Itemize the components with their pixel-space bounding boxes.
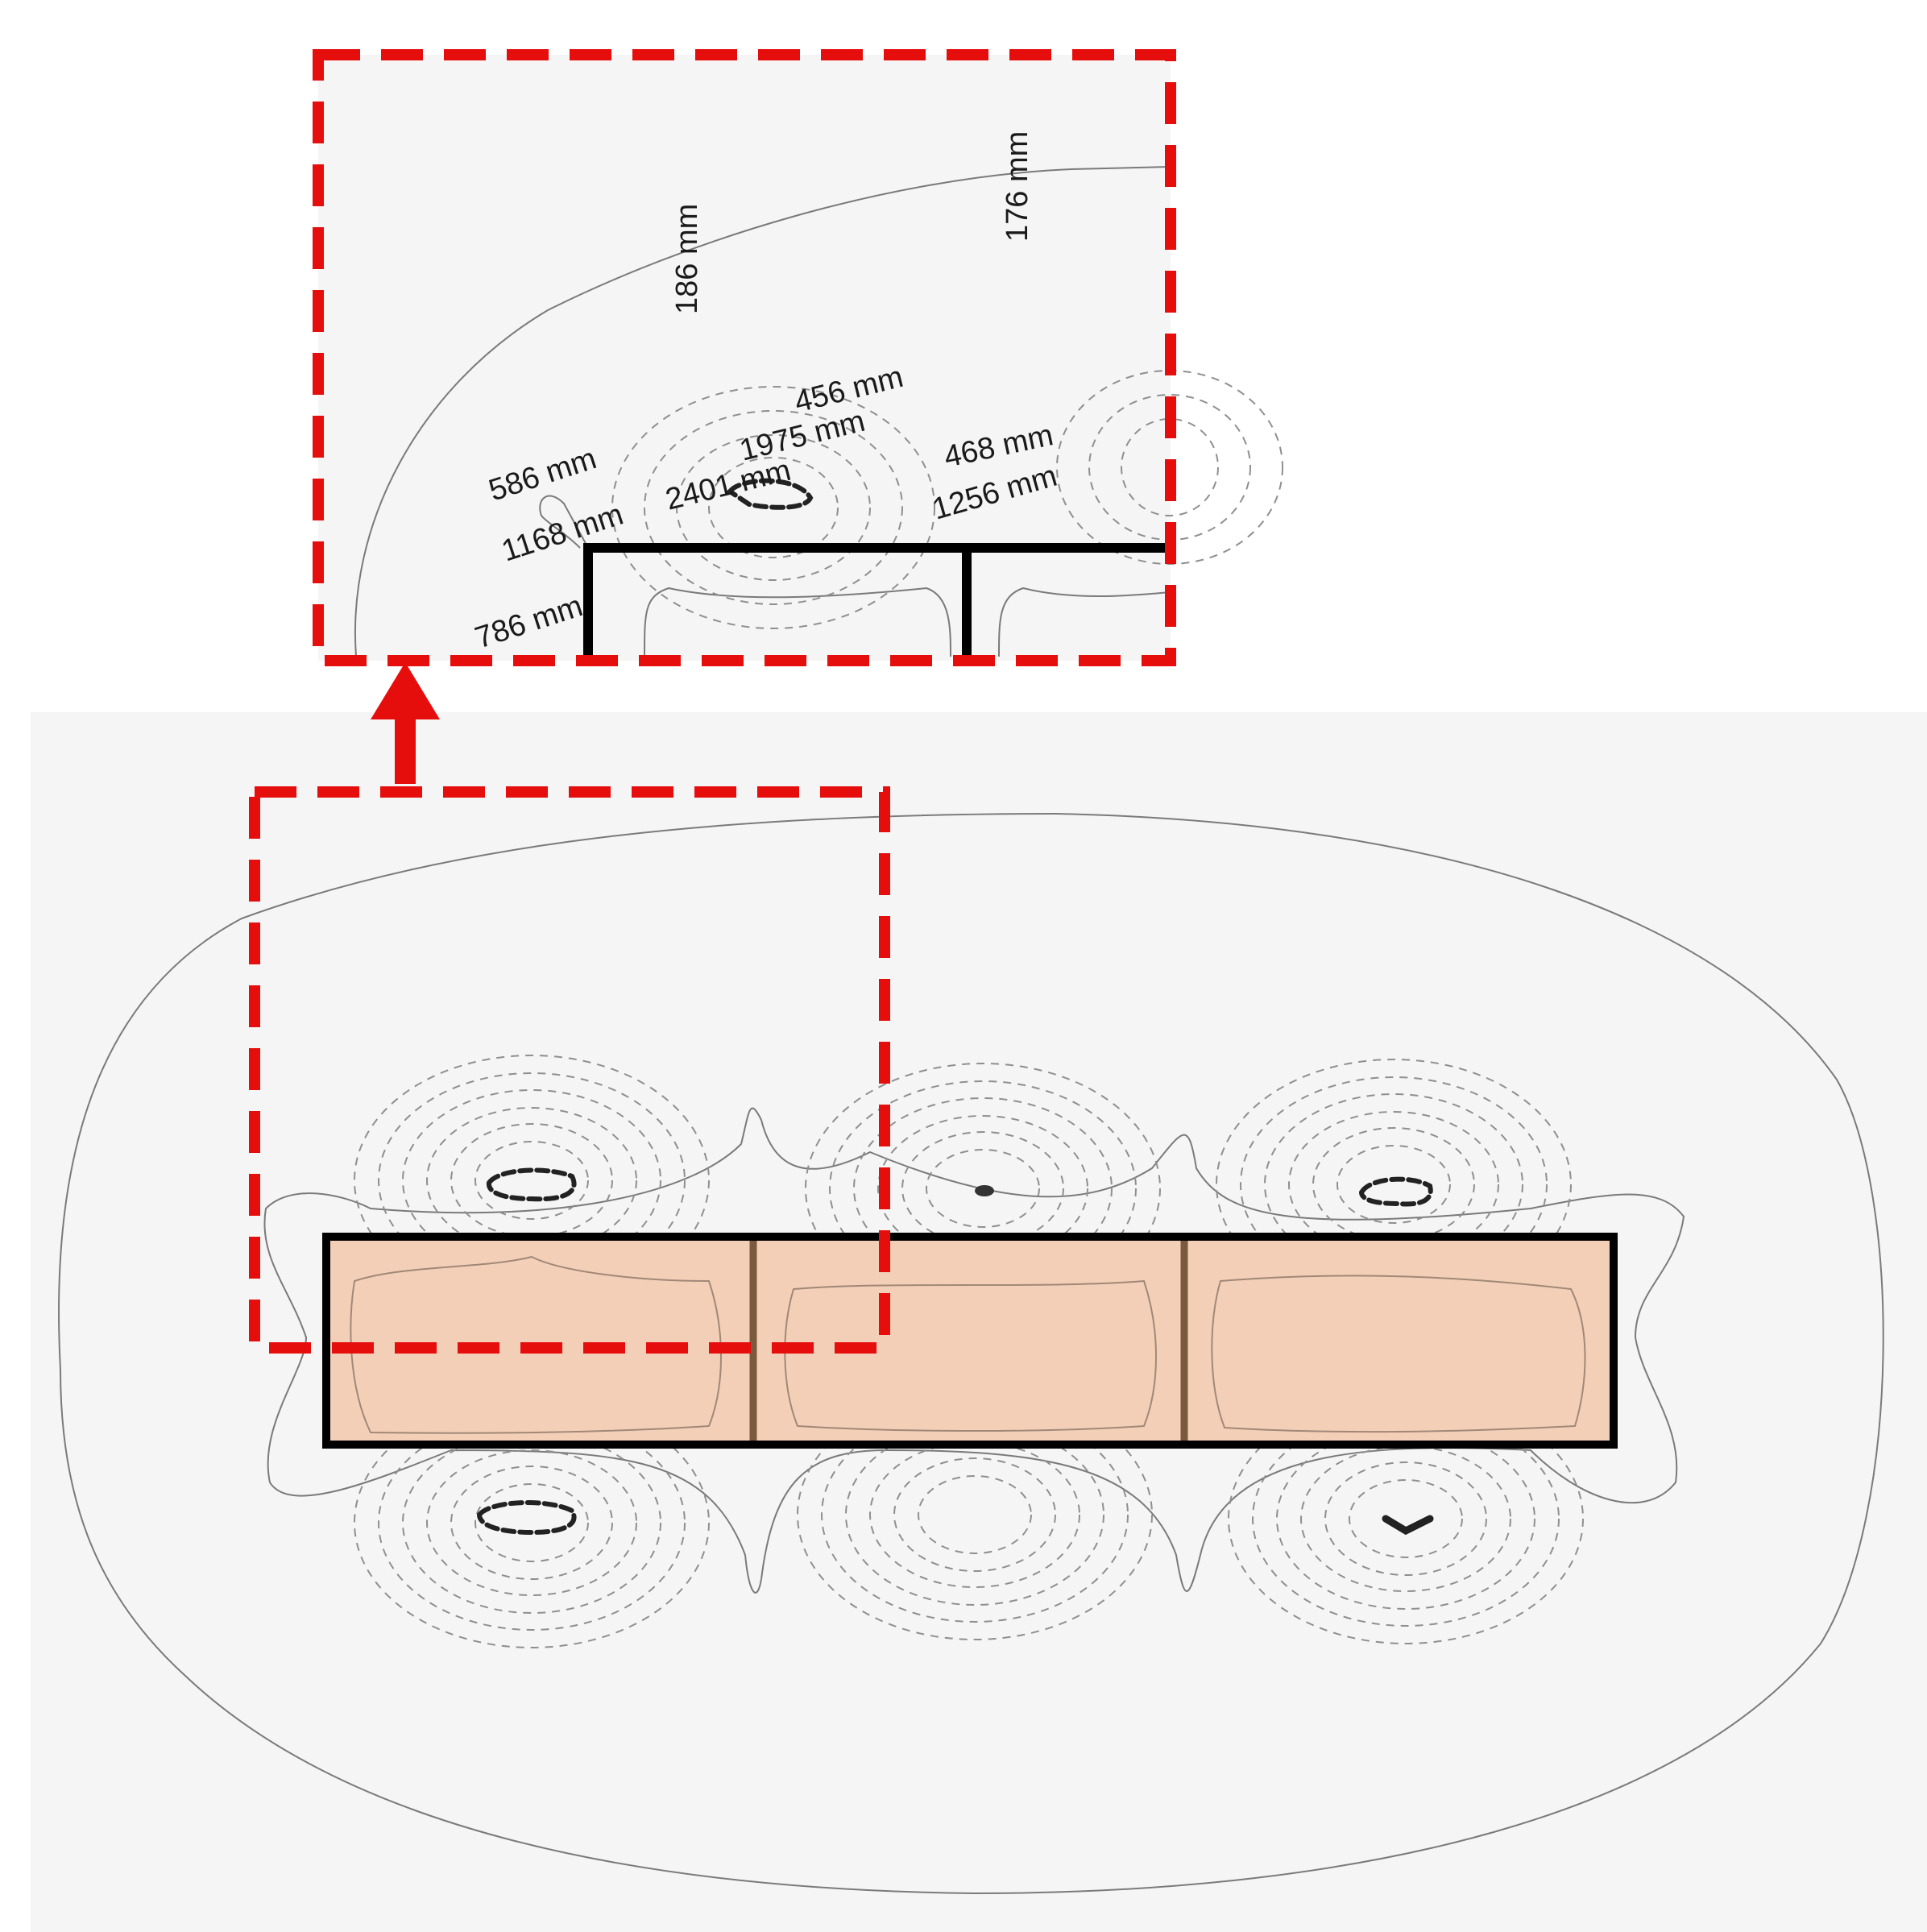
inset-conductor-contour-left [644, 587, 951, 657]
arrow-up-icon [371, 662, 440, 784]
core-top-middle [975, 1185, 994, 1196]
inset-conductor-outline [583, 543, 1170, 661]
label-176: 176 mm [1001, 131, 1034, 242]
inner-contour [263, 1107, 1685, 1594]
core-top-left [487, 1167, 577, 1202]
conductor-inner-contour-right [1211, 1275, 1586, 1433]
conductor-inner-contour-middle [784, 1279, 1157, 1432]
inset-conductor-contour-right [998, 587, 1171, 657]
zoom-region-frame [249, 786, 890, 1354]
inset-outer-contour [354, 166, 1171, 657]
inset-panel-background [318, 55, 1171, 661]
label-186: 186 mm [670, 204, 704, 314]
inset-panel: 176 mm 186 mm 456 mm 1975 mm 2401 mm 586… [313, 49, 1283, 666]
inset-frame [313, 49, 1176, 666]
inset-inner-contour [539, 495, 589, 549]
core-bottom-left [476, 1500, 577, 1536]
core-top-right [1358, 1176, 1433, 1207]
conductor-inner-contour-left [350, 1255, 722, 1434]
outer-contour [58, 812, 1884, 1895]
inset-core [726, 478, 814, 510]
main-panel [31, 712, 1927, 1932]
core-bottom-right [1382, 1515, 1434, 1536]
conductor-bar [322, 1233, 1618, 1449]
conductor-body [322, 1233, 1618, 1449]
